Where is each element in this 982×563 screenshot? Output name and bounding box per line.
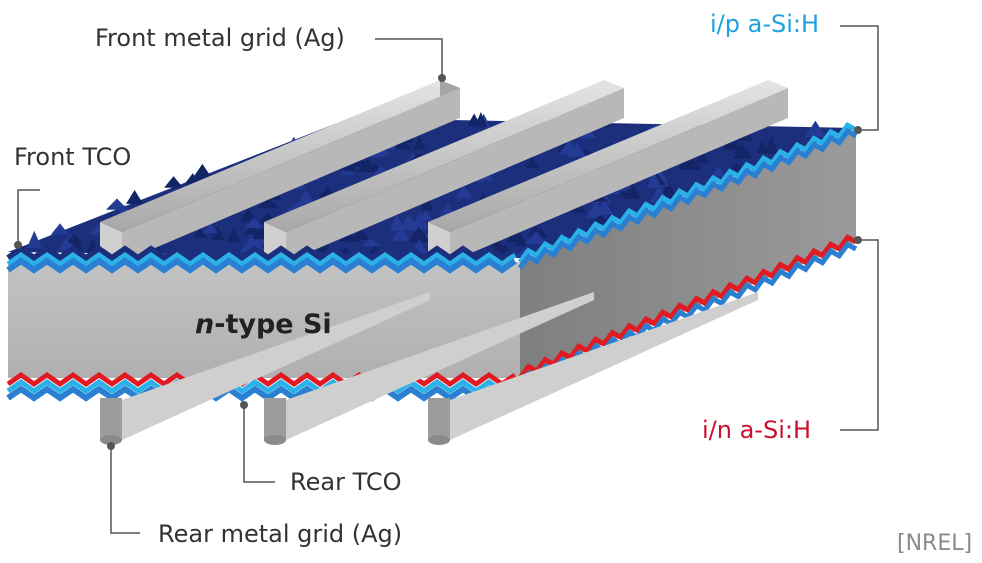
- texture-spike: [595, 199, 614, 215]
- rear-tco-layer: [6, 385, 517, 402]
- rear-metal-finger: [100, 292, 430, 445]
- texture-spike: [710, 166, 726, 177]
- texture-spike: [677, 153, 701, 169]
- rear-in-layer: [6, 371, 517, 388]
- front-texture-layer: [6, 245, 517, 262]
- texture-spike: [524, 231, 548, 245]
- texture-spike: [506, 227, 527, 243]
- leader-lines: [14, 25, 879, 534]
- rear-metal-finger: [264, 292, 594, 445]
- texture-spike: [192, 228, 208, 238]
- texture-spike: [191, 163, 214, 181]
- rear-ip-layer: [6, 378, 517, 395]
- texture-spike: [352, 229, 370, 240]
- rear-metal-finger: [428, 292, 758, 445]
- texture-spike: [454, 185, 474, 198]
- texture-spike: [50, 223, 69, 235]
- texture-spike: [567, 142, 587, 158]
- substrate-label: n-type Si: [195, 309, 332, 340]
- texture-spike: [339, 233, 361, 242]
- texture-spike: [624, 182, 642, 199]
- front-tco-layer: [6, 257, 517, 274]
- texture-spike: [26, 230, 42, 249]
- front-metal-grid: [100, 80, 788, 262]
- texture-spike: [411, 210, 429, 229]
- texture-spike: [257, 197, 279, 208]
- texture-spike: [804, 120, 826, 138]
- texture-spike: [420, 195, 434, 211]
- texture-spike: [202, 223, 219, 234]
- texture-spike: [361, 238, 380, 247]
- rear-metal-grid-label: Rear metal grid (Ag): [158, 520, 402, 548]
- texture-spike: [646, 171, 662, 188]
- texture-spike: [105, 198, 128, 210]
- texture-spike: [763, 136, 779, 154]
- texture-spike: [225, 229, 241, 243]
- texture-spike: [244, 222, 260, 235]
- texture-spike: [391, 225, 410, 241]
- silicon-side-face: [520, 130, 856, 378]
- source-label: [NREL]: [897, 531, 972, 556]
- side-tco-layer: [517, 128, 858, 270]
- texture-spike: [389, 213, 405, 232]
- texture-spike: [721, 137, 743, 150]
- texture-spike: [408, 226, 430, 243]
- texture-spike: [571, 201, 587, 213]
- side-in-layer: [517, 234, 858, 380]
- texture-spike: [125, 189, 144, 204]
- texture-spike: [413, 135, 426, 150]
- texture-spike: [393, 139, 413, 150]
- texture-spike: [164, 176, 184, 188]
- texture-spike: [244, 216, 263, 229]
- texture-spike: [733, 146, 753, 159]
- texture-spike: [525, 155, 539, 169]
- ip-asih-label: i/p a-Si:H: [710, 10, 819, 38]
- rear-metal-grid: [100, 292, 758, 445]
- in-asih-label: i/n a-Si:H: [702, 416, 811, 444]
- front-metal-grid-label: Front metal grid (Ag): [95, 24, 345, 52]
- side-ip-layer: [517, 122, 858, 264]
- texture-spike: [358, 158, 377, 172]
- texture-spike: [467, 113, 482, 126]
- front-tco-label: Front TCO: [14, 143, 131, 171]
- rear-tco-label: Rear TCO: [290, 468, 401, 496]
- front-ip-layer: [6, 251, 517, 268]
